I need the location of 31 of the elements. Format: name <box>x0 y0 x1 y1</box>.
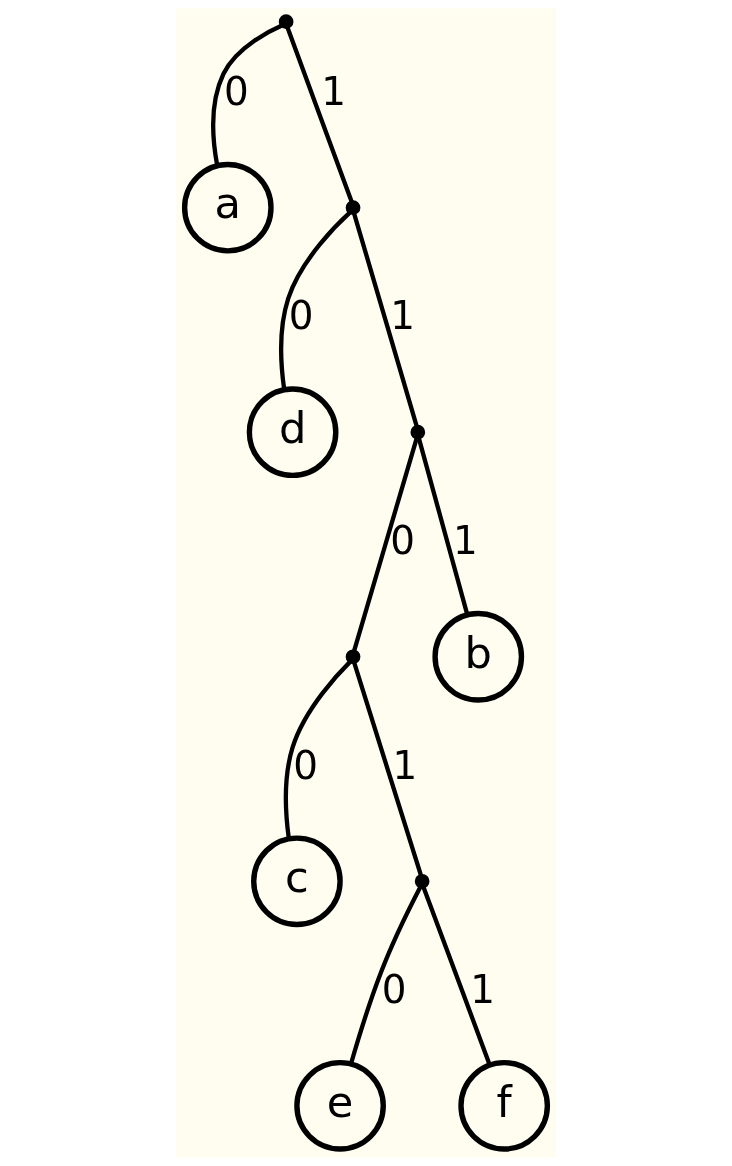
connector <box>283 659 353 839</box>
edge-label: 1 <box>392 742 418 788</box>
node-circle: c <box>251 835 343 928</box>
connector <box>285 25 355 204</box>
edge-label: 0 <box>288 293 314 339</box>
node-point <box>278 14 294 29</box>
connector <box>348 885 423 1065</box>
edge-label: 1 <box>452 517 478 563</box>
node-circle: d <box>246 386 339 479</box>
node-point <box>345 649 361 665</box>
connector <box>351 211 420 428</box>
connector <box>416 436 470 616</box>
node-circle: e <box>294 1059 386 1152</box>
node-circle: a <box>181 161 274 254</box>
connector <box>351 660 424 878</box>
edge-label: 1 <box>470 967 495 1013</box>
node-circle: f <box>458 1059 551 1152</box>
edge-label: 0 <box>390 517 416 563</box>
edge-label: 1 <box>390 293 416 339</box>
edge-label: 0 <box>224 68 249 114</box>
connector <box>211 23 284 166</box>
edge-label: 1 <box>321 68 346 114</box>
node-point <box>345 200 361 216</box>
node-point <box>410 424 426 440</box>
node-point <box>414 873 430 889</box>
connector <box>421 885 492 1066</box>
edge-label: 0 <box>381 967 407 1013</box>
edge-label: 0 <box>293 742 318 788</box>
node-circle: b <box>432 610 525 703</box>
connector <box>279 210 352 390</box>
connector <box>351 436 420 653</box>
